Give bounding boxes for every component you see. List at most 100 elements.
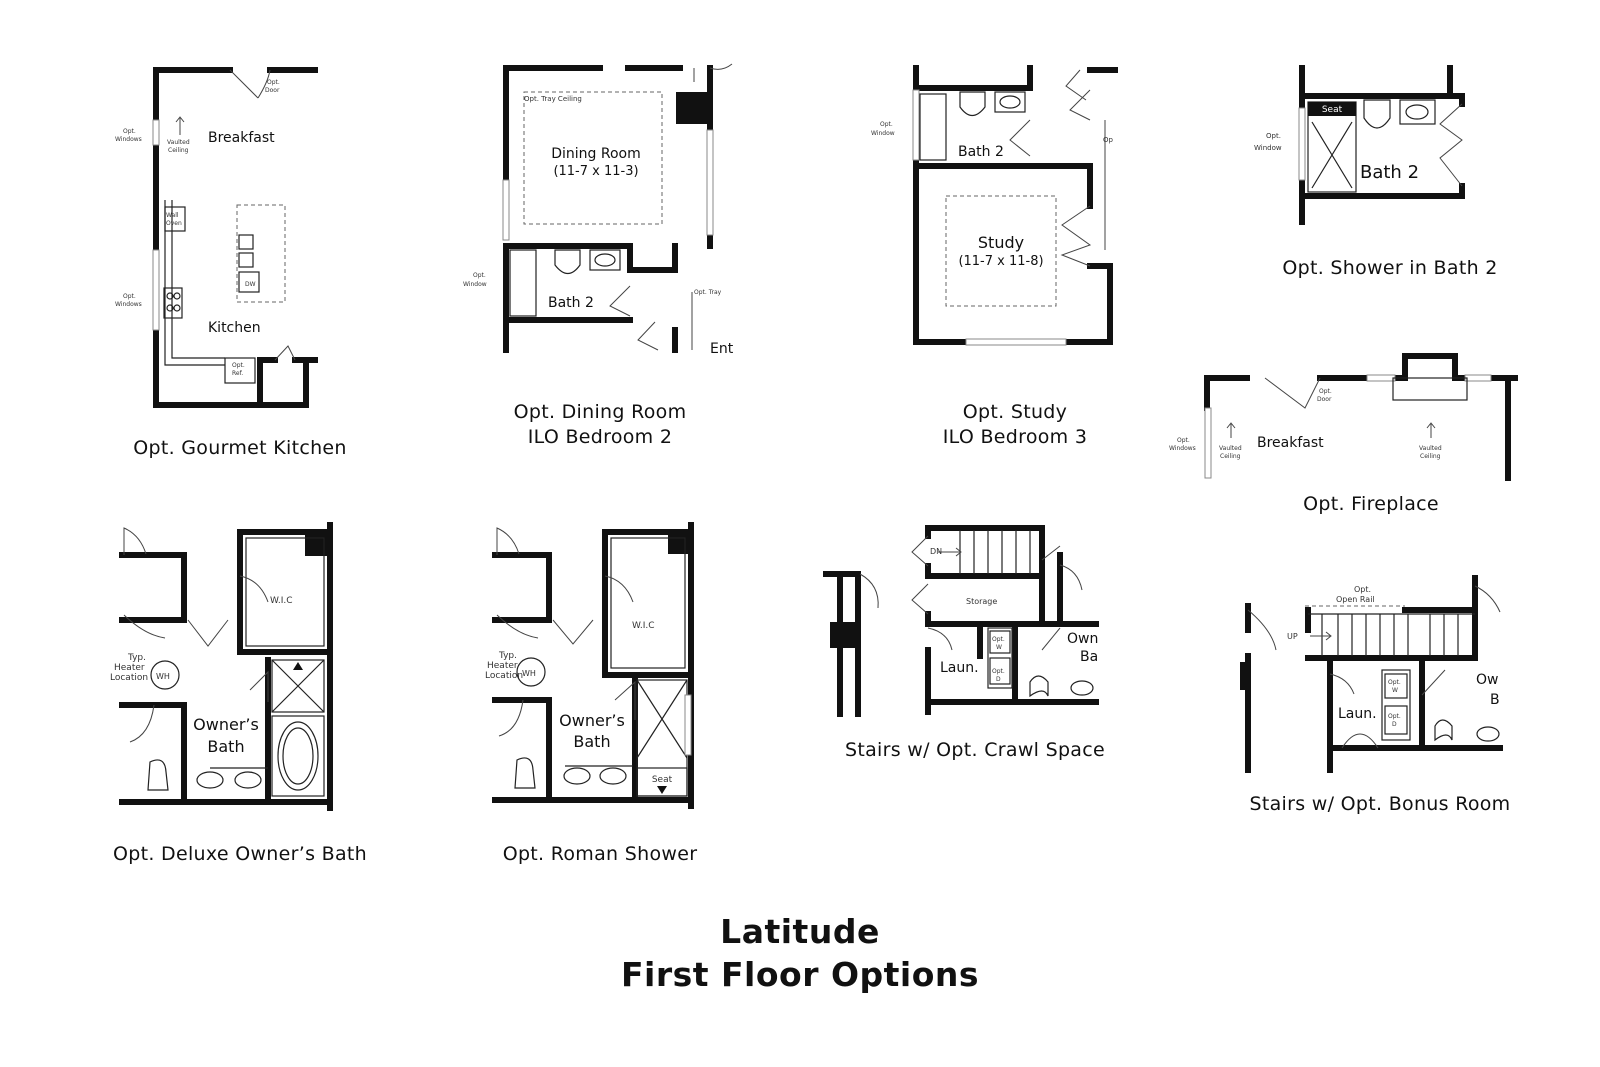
dining-room-label: Dining Room xyxy=(551,146,641,162)
study-size: (11-7 x 11-8) xyxy=(958,254,1043,269)
plan-dining-room: Dining Room (11-7 x 11-3) Opt. Tray Ceil… xyxy=(460,60,750,360)
caption-line-2: ILO Bedroom 2 xyxy=(527,426,673,448)
plan-crawl-space: DN Storage Laun. Opt. W Opt. D Own Ba xyxy=(820,510,1120,720)
caption-fireplace: Opt. Fireplace xyxy=(1221,492,1521,517)
roman-shower-drawing: W.I.C Owner’s Bath Typ. Heater Location … xyxy=(485,522,694,809)
water-heater-label: WH xyxy=(522,669,536,678)
caption-crawl-space: Stairs w/ Opt. Crawl Space xyxy=(820,738,1130,763)
caption-text: Opt. Shower in Bath 2 xyxy=(1282,257,1498,279)
title-line-1: Latitude xyxy=(720,912,880,951)
breakfast-label: Breakfast xyxy=(208,130,275,146)
wall-oven-label: Wall xyxy=(166,212,179,219)
plan-fireplace: Breakfast Opt. Door Opt. Windows Vaulted… xyxy=(1165,350,1565,485)
plan-shower-bath2: Seat Bath 2 Opt. Window xyxy=(1250,60,1510,230)
page-title: Latitude First Floor Options xyxy=(500,912,1100,994)
fireplace-drawing: Breakfast Opt. Door Opt. Windows Vaulted… xyxy=(1169,353,1518,481)
caption-text: Stairs w/ Opt. Bonus Room xyxy=(1249,793,1511,815)
opt-window-label-2: Window xyxy=(1254,144,1282,152)
owners-bath-label: Owner’s xyxy=(193,715,259,734)
vaulted-label-2: Ceiling xyxy=(168,147,189,154)
owners-label: Own xyxy=(1067,631,1098,647)
owners-bath-label: Ba xyxy=(1080,649,1098,665)
storage-label: Storage xyxy=(966,597,997,606)
caption-bonus-room: Stairs w/ Opt. Bonus Room xyxy=(1225,792,1535,817)
caption-line-2: ILO Bedroom 3 xyxy=(942,426,1088,448)
owners-bath-label-2: Bath xyxy=(207,737,244,756)
study-label: Study xyxy=(978,233,1024,252)
heater-label: Heater xyxy=(114,663,145,673)
bath-2-label: Bath 2 xyxy=(958,144,1004,160)
entry-label: Ent xyxy=(710,341,734,357)
vaulted-label: Vaulted xyxy=(1219,445,1242,452)
opt-dryer-label: Opt. xyxy=(1388,713,1401,720)
owners-label: Ow xyxy=(1476,672,1498,688)
caption-text: Opt. Deluxe Owner’s Bath xyxy=(113,843,367,865)
open-rail-label: Opt. xyxy=(1354,585,1371,594)
owners-bath-label: Owner’s xyxy=(559,711,625,730)
caption-text: Opt. Fireplace xyxy=(1303,493,1439,515)
vaulted-label: Vaulted xyxy=(167,139,190,146)
location-label: Location xyxy=(485,671,523,681)
plan-deluxe-bath: W.I.C Owner’s Bath Typ. Heater Location … xyxy=(110,520,360,820)
laundry-label: Laun. xyxy=(940,660,979,676)
gourmet-kitchen-drawing: Breakfast Kitchen Opt. Door Opt. Windows… xyxy=(115,67,318,408)
heater-label: Heater xyxy=(487,661,518,671)
opt-windows-label: Opt. xyxy=(123,128,136,135)
shower-bath2-drawing: Seat Bath 2 Opt. Window xyxy=(1254,65,1465,225)
wic-label: W.I.C xyxy=(632,621,655,631)
opt-door-label: Opt. xyxy=(267,79,280,86)
caption-line-1: Opt. Study xyxy=(962,401,1068,423)
plan-bonus-room: Opt. Open Rail UP Laun. Opt. W Opt. D Ow… xyxy=(1230,570,1530,780)
wic-label: W.I.C xyxy=(270,596,293,606)
opt-ref-label-2: Ref. xyxy=(232,370,243,377)
study-drawing: Study (11-7 x 11-8) Bath 2 Opt. Window O… xyxy=(871,65,1118,346)
caption-deluxe-bath: Opt. Deluxe Owner’s Bath xyxy=(80,842,400,867)
laundry-label: Laun. xyxy=(1338,706,1377,722)
opt-window-label-2: Window xyxy=(463,281,487,288)
opt-label: Op xyxy=(1103,136,1114,144)
caption-study: Opt. Study ILO Bedroom 3 xyxy=(865,400,1165,450)
water-heater-label: WH xyxy=(156,672,170,681)
opt-window-label: Opt. xyxy=(880,121,893,128)
opt-window-label: Opt. xyxy=(1266,132,1281,140)
opt-window-label: Opt. xyxy=(473,272,486,279)
opt-door-label-2: Door xyxy=(1317,396,1332,403)
caption-roman-shower: Opt. Roman Shower xyxy=(450,842,750,867)
caption-text: Opt. Gourmet Kitchen xyxy=(133,437,347,459)
opt-tray-label: Opt. Tray xyxy=(694,289,722,296)
location-label: Location xyxy=(110,673,148,683)
dw-label: DW xyxy=(245,281,256,288)
breakfast-label: Breakfast xyxy=(1257,435,1324,451)
opt-windows-label-2: Windows xyxy=(1169,445,1196,452)
seat-label: Seat xyxy=(1322,105,1343,115)
owners-bath-label-2: Bath xyxy=(573,732,610,751)
opt-door-label: Opt. xyxy=(1319,388,1332,395)
opt-dryer-label-2: D xyxy=(1392,721,1397,728)
bath-2-label: Bath 2 xyxy=(1360,162,1419,183)
open-rail-label-2: Open Rail xyxy=(1336,595,1375,604)
caption-text: Opt. Roman Shower xyxy=(502,843,698,865)
caption-gourmet-kitchen: Opt. Gourmet Kitchen xyxy=(90,436,390,461)
vaulted-label-2: Ceiling xyxy=(1220,453,1241,460)
typ-label: Typ. xyxy=(498,651,517,661)
crawl-space-drawing: DN Storage Laun. Opt. W Opt. D Own Ba xyxy=(823,525,1099,717)
opt-ref-label: Opt. xyxy=(232,362,245,369)
vaulted-right-label-2: Ceiling xyxy=(1420,453,1441,460)
deluxe-bath-drawing: W.I.C Owner’s Bath Typ. Heater Location … xyxy=(110,522,333,811)
opt-washer-label-2: W xyxy=(996,644,1002,651)
opt-door-label-2: Door xyxy=(265,87,280,94)
plan-roman-shower: W.I.C Owner’s Bath Typ. Heater Location … xyxy=(485,520,705,820)
wall-oven-label-2: Oven xyxy=(166,220,182,227)
plan-gourmet-kitchen: Breakfast Kitchen Opt. Door Opt. Windows… xyxy=(110,60,330,410)
opt-windows-lower-label-2: Windows xyxy=(115,301,142,308)
opt-dryer-label: Opt. xyxy=(992,668,1005,675)
dining-room-size: (11-7 x 11-3) xyxy=(553,164,638,179)
kitchen-label: Kitchen xyxy=(208,320,261,336)
caption-text: Stairs w/ Opt. Crawl Space xyxy=(845,739,1105,761)
opt-washer-label: Opt. xyxy=(992,636,1005,643)
bonus-room-drawing: Opt. Open Rail UP Laun. Opt. W Opt. D Ow… xyxy=(1240,575,1503,773)
seat-label: Seat xyxy=(652,775,673,785)
opt-washer-label-2: W xyxy=(1392,687,1398,694)
tray-ceiling-label: Opt. Tray Ceiling xyxy=(524,95,582,103)
typ-label: Typ. xyxy=(127,653,146,663)
